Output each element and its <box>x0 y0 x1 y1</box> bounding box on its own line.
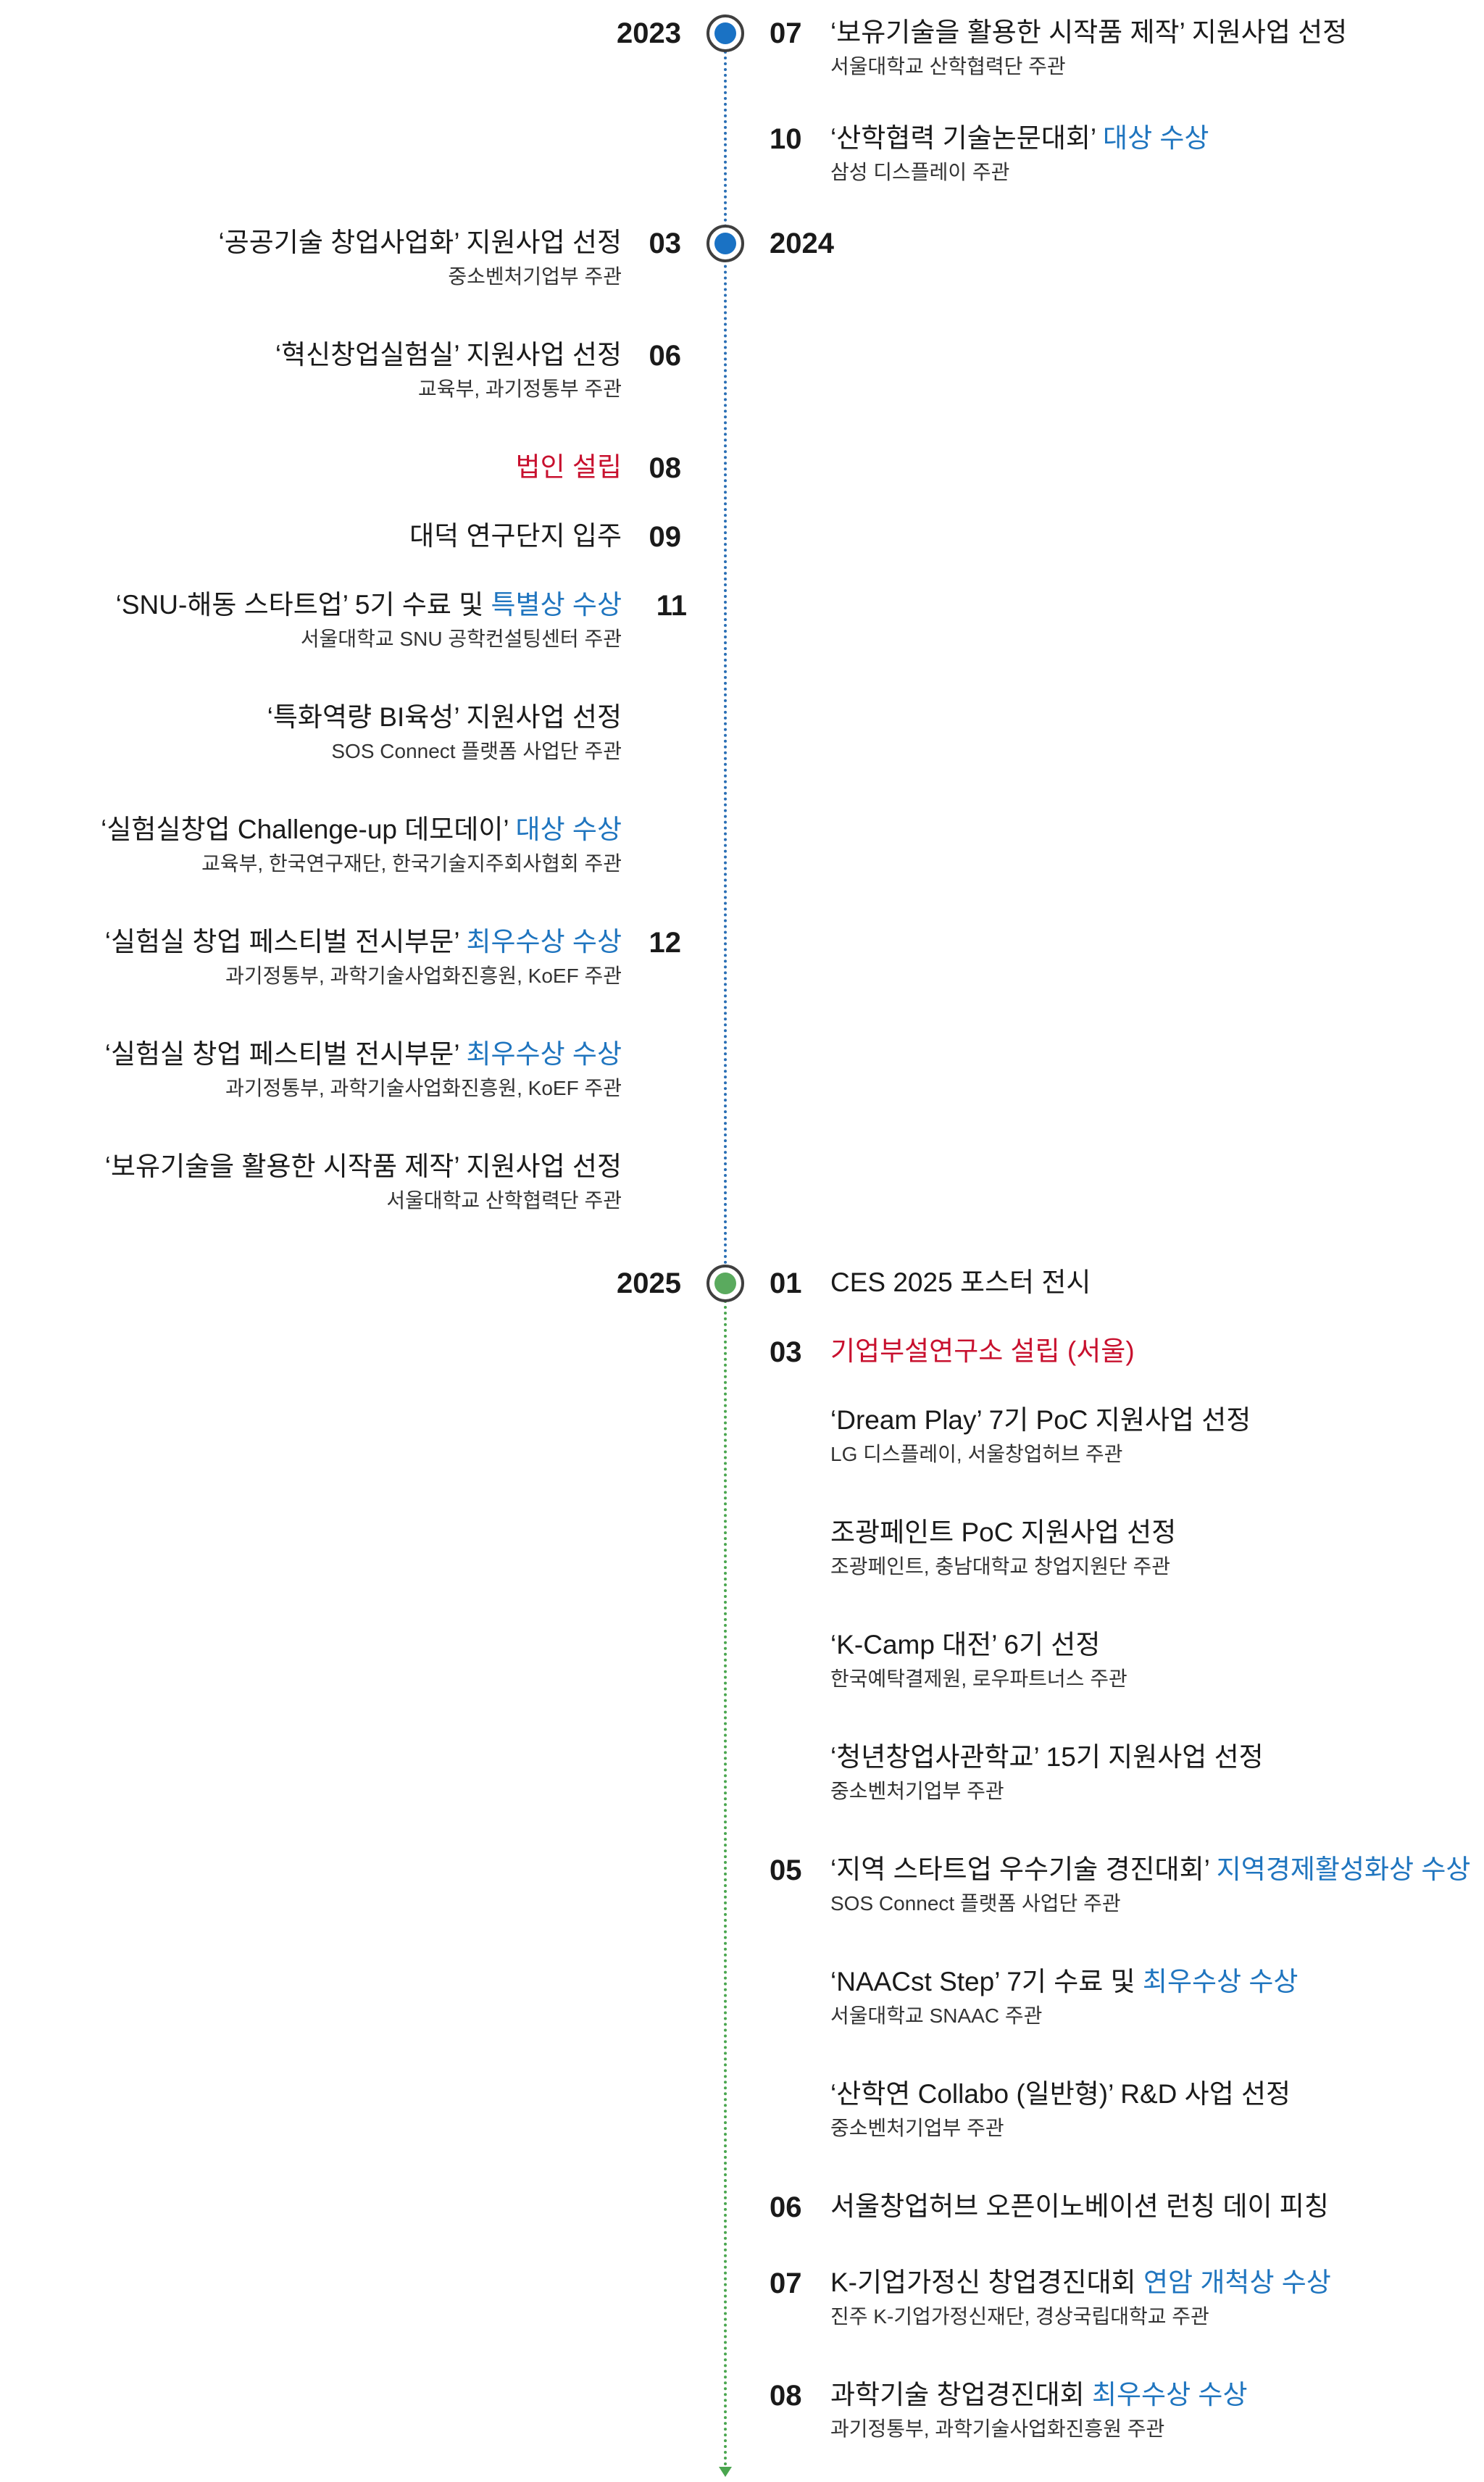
entry-subtitle: SOS Connect 플랫폼 사업단 주관 <box>830 1892 1121 1915</box>
timeline-entry: 과학기술 창업경진대회 최우수상 수상 과기정통부, 과학기술사업화진흥원 주관 <box>830 2378 1248 2442</box>
timeline-entry: 조광페인트 PoC 지원사업 선정 조광페인트, 충남대학교 창업지원단 주관 <box>830 1516 1176 1580</box>
timeline-entry: ‘지역 스타트업 우수기술 경진대회’ 지역경제활성화상 수상 SOS Conn… <box>830 1853 1470 1917</box>
timeline-arrow-icon <box>719 2467 732 2477</box>
month-label: 01 <box>770 1267 802 1299</box>
timeline-entry: ‘공공기술 창업사업화’ 지원사업 선정 중소벤처기업부 주관 <box>218 226 622 290</box>
month-label: 07 <box>770 17 802 49</box>
entry-title: 조광페인트 PoC 지원사업 선정 <box>830 1517 1177 1547</box>
entry-subtitle: 삼성 디스플레이 주관 <box>830 161 1010 183</box>
timeline-entry: ‘K-Camp 대전’ 6기 선정 한국예탁결제원, 로우파트너스 주관 <box>830 1628 1127 1692</box>
month-label: 08 <box>770 2380 802 2412</box>
entry-title: ‘실험실 창업 페스티벌 전시부문’ 최우수상 수상 <box>104 1039 622 1069</box>
month-label: 06 <box>770 2191 802 2223</box>
entry-title: ‘산학연 Collabo (일반형)’ R&D 사업 선정 <box>830 2079 1291 2109</box>
timeline-entry: K-기업가정신 창업경진대회 연암 개척상 수상 진주 K-기업가정신재단, 경… <box>830 2266 1331 2330</box>
entry-subtitle: 과기정통부, 과학기술사업화진흥원 주관 <box>830 2418 1165 2440</box>
entry-subtitle: 진주 K-기업가정신재단, 경상국립대학교 주관 <box>830 2305 1209 2328</box>
year-label-2025: 2025 <box>617 1267 681 1299</box>
timeline-entry: ‘실험실 창업 페스티벌 전시부문’ 최우수상 수상 과기정통부, 과학기술사업… <box>105 1038 622 1102</box>
timeline-entry: 대덕 연구단지 입주 <box>409 520 622 553</box>
timeline-entry: ‘실험실 창업 페스티벌 전시부문’ 최우수상 수상 과기정통부, 과학기술사업… <box>105 925 622 989</box>
month-label: 05 <box>770 1854 802 1886</box>
month-label: 03 <box>649 228 682 259</box>
entry-title: 서울창업허브 오픈이노베이션 런칭 데이 피칭 <box>830 2191 1329 2221</box>
entry-title: ‘보유기술을 활용한 시작품 제작’ 지원사업 선정 <box>104 1152 622 1181</box>
month-label: 08 <box>649 452 682 484</box>
entry-title: ‘SNU-해동 스타트업’ 5기 수료 및 특별상 수상 <box>115 590 622 620</box>
entry-title: ‘지역 스타트업 우수기술 경진대회’ 지역경제활성화상 수상 <box>830 1854 1471 1884</box>
timeline-axis <box>724 33 727 1294</box>
entry-subtitle: 과기정통부, 과학기술사업화진흥원, KoEF 주관 <box>225 1077 622 1099</box>
entry-title: 기업부설연구소 설립 (서울) <box>830 1336 1135 1366</box>
timeline-entry: ‘특화역량 BI육성’ 지원사업 선정 SOS Connect 플랫폼 사업단 … <box>267 701 622 765</box>
month-label: 09 <box>649 521 682 553</box>
year-node-2024-icon <box>706 225 744 262</box>
entry-subtitle: 조광페인트, 충남대학교 창업지원단 주관 <box>830 1555 1171 1578</box>
timeline-entry: ‘SNU-해동 스타트업’ 5기 수료 및 특별상 수상 서울대학교 SNU 공… <box>116 588 622 652</box>
entry-subtitle: 과기정통부, 과학기술사업화진흥원, KoEF 주관 <box>225 965 622 987</box>
timeline-entry: ‘보유기술을 활용한 시작품 제작’ 지원사업 선정 서울대학교 산학협력단 주… <box>830 16 1347 80</box>
entry-title: ‘실험실창업 Challenge-up 데모데이’ 대상 수상 <box>101 815 622 844</box>
entry-subtitle: 서울대학교 산학협력단 주관 <box>386 1189 622 1212</box>
entry-subtitle: 교육부, 한국연구재단, 한국기술지주회사협회 주관 <box>201 852 622 875</box>
timeline-entry: 법인 설립 <box>516 451 622 484</box>
entry-title: ‘특화역량 BI육성’ 지원사업 선정 <box>267 702 622 732</box>
timeline-entry: ‘NAACst Step’ 7기 수료 및 최우수상 수상 서울대학교 SNAA… <box>830 1965 1298 2029</box>
entry-title: 대덕 연구단지 입주 <box>409 521 622 551</box>
entry-subtitle: 교육부, 과기정통부 주관 <box>418 378 622 400</box>
timeline-entry: 기업부설연구소 설립 (서울) <box>830 1335 1135 1368</box>
entry-title: ‘혁신창업실험실’ 지원사업 선정 <box>275 340 622 370</box>
timeline-axis-2025 <box>724 1294 727 2467</box>
timeline-entry: 서울창업허브 오픈이노베이션 런칭 데이 피칭 <box>830 2190 1329 2223</box>
timeline-entry: ‘산학협력 기술논문대회’ 대상 수상 삼성 디스플레이 주관 <box>830 122 1209 186</box>
entry-subtitle: 중소벤처기업부 주관 <box>830 1780 1004 1802</box>
timeline-entry: ‘Dream Play’ 7기 PoC 지원사업 선정 LG 디스플레이, 서울… <box>830 1404 1251 1467</box>
entry-subtitle: LG 디스플레이, 서울창업허브 주관 <box>830 1443 1123 1465</box>
entry-title: CES 2025 포스터 전시 <box>830 1267 1091 1297</box>
entry-subtitle: SOS Connect 플랫폼 사업단 주관 <box>331 740 622 762</box>
timeline-entry: ‘혁신창업실험실’ 지원사업 선정 교육부, 과기정통부 주관 <box>275 338 622 402</box>
month-label: 10 <box>770 123 802 155</box>
entry-subtitle: 서울대학교 SNAAC 주관 <box>830 2004 1043 2027</box>
entry-title: ‘NAACst Step’ 7기 수료 및 최우수상 수상 <box>830 1967 1298 1996</box>
year-node-2023-icon <box>706 14 744 52</box>
year-label-2024: 2024 <box>770 228 834 259</box>
entry-title: ‘Dream Play’ 7기 PoC 지원사업 선정 <box>830 1405 1251 1435</box>
timeline-entry: ‘산학연 Collabo (일반형)’ R&D 사업 선정 중소벤처기업부 주관 <box>830 2078 1291 2141</box>
entry-title: ‘K-Camp 대전’ 6기 선정 <box>830 1630 1101 1659</box>
entry-title: K-기업가정신 창업경진대회 연암 개척상 수상 <box>830 2267 1331 2297</box>
entry-subtitle: 중소벤처기업부 주관 <box>448 265 622 288</box>
entry-subtitle: 한국예탁결제원, 로우파트너스 주관 <box>830 1667 1127 1690</box>
entry-title: ‘보유기술을 활용한 시작품 제작’ 지원사업 선정 <box>830 17 1348 47</box>
timeline-entry: ‘실험실창업 Challenge-up 데모데이’ 대상 수상 교육부, 한국연… <box>101 813 622 877</box>
entry-subtitle: 서울대학교 SNU 공학컨설팅센터 주관 <box>300 628 622 650</box>
month-label: 06 <box>649 340 682 372</box>
timeline-entry: ‘보유기술을 활용한 시작품 제작’ 지원사업 선정 서울대학교 산학협력단 주… <box>105 1150 622 1214</box>
year-node-2025-icon <box>706 1265 744 1302</box>
entry-title: ‘실험실 창업 페스티벌 전시부문’ 최우수상 수상 <box>104 927 622 957</box>
entry-title: 과학기술 창업경진대회 최우수상 수상 <box>830 2380 1248 2410</box>
month-label: 12 <box>649 927 682 959</box>
month-label: 03 <box>770 1336 802 1368</box>
entry-subtitle: 중소벤처기업부 주관 <box>830 2117 1004 2139</box>
entry-title: 법인 설립 <box>515 452 622 482</box>
entry-title: ‘공공기술 창업사업화’ 지원사업 선정 <box>218 228 622 257</box>
entry-title: ‘청년창업사관학교’ 15기 지원사업 선정 <box>830 1742 1264 1772</box>
month-label: 07 <box>770 2267 802 2299</box>
month-label: 11 <box>656 590 687 622</box>
entry-subtitle: 서울대학교 산학협력단 주관 <box>830 55 1066 78</box>
entry-title: ‘산학협력 기술논문대회’ 대상 수상 <box>830 123 1209 153</box>
timeline-entry: ‘청년창업사관학교’ 15기 지원사업 선정 중소벤처기업부 주관 <box>830 1741 1264 1804</box>
timeline-entry: CES 2025 포스터 전시 <box>830 1266 1091 1299</box>
year-label-2023: 2023 <box>617 17 681 49</box>
